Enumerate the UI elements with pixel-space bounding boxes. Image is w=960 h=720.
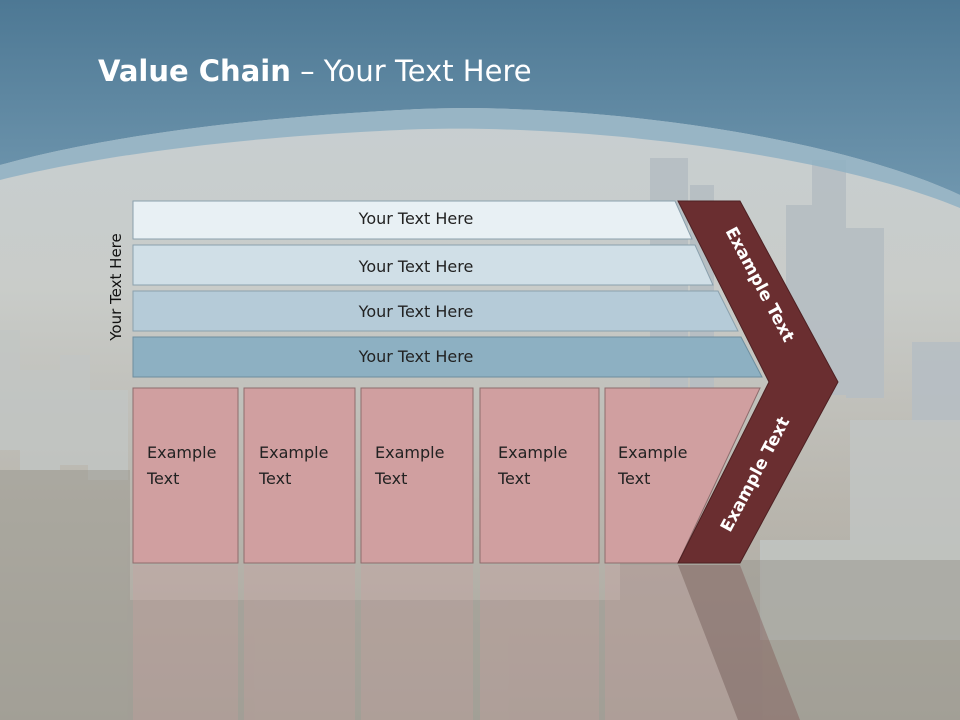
box-1-shape	[132, 387, 239, 564]
box-1: Example Text	[132, 387, 239, 564]
arrow-chevron-shape	[677, 200, 839, 564]
title-rest: – Your Text Here	[290, 54, 532, 88]
arrow-chevron: Example Text Example Text	[677, 200, 839, 564]
reflect-box-2	[244, 565, 355, 720]
reflect-box-1	[133, 565, 238, 720]
box-1-line2: Text	[146, 469, 179, 488]
title-bold: Value Chain	[98, 54, 291, 88]
reflect-arrow	[678, 565, 800, 720]
diagram-reflection	[133, 565, 800, 720]
box-2-shape	[243, 387, 356, 564]
reflect-box-3	[361, 565, 473, 720]
box-4-shape	[479, 387, 600, 564]
row-2-label: Your Text Here	[358, 257, 474, 276]
box-4-line2: Text	[497, 469, 530, 488]
row-1-label: Your Text Here	[358, 209, 474, 228]
box-3: Example Text	[360, 387, 474, 564]
row-2: Your Text Here	[132, 244, 714, 286]
slide-title: Value Chain – Your Text Here	[98, 54, 532, 88]
row-4-label: Your Text Here	[358, 347, 474, 366]
row-3-label: Your Text Here	[358, 302, 474, 321]
row-1-shape	[132, 200, 693, 240]
box-1-line1: Example	[147, 443, 216, 462]
row-4-shape	[132, 336, 763, 378]
box-3-shape	[360, 387, 474, 564]
box-4: Example Text	[479, 387, 600, 564]
box-5-line2: Text	[617, 469, 650, 488]
row-4: Your Text Here	[132, 336, 763, 378]
reflect-box-4	[480, 565, 599, 720]
box-3-line2: Text	[374, 469, 407, 488]
row-1: Your Text Here	[132, 200, 693, 240]
row-3-shape	[132, 290, 739, 332]
box-5-line1: Example	[618, 443, 687, 462]
box-2-line2: Text	[258, 469, 291, 488]
reflect-box-5	[605, 565, 740, 720]
box-2: Example Text	[243, 387, 356, 564]
row-2-shape	[132, 244, 714, 286]
box-3-line1: Example	[375, 443, 444, 462]
box-4-line1: Example	[498, 443, 567, 462]
row-3: Your Text Here	[132, 290, 739, 332]
box-2-line1: Example	[259, 443, 328, 462]
